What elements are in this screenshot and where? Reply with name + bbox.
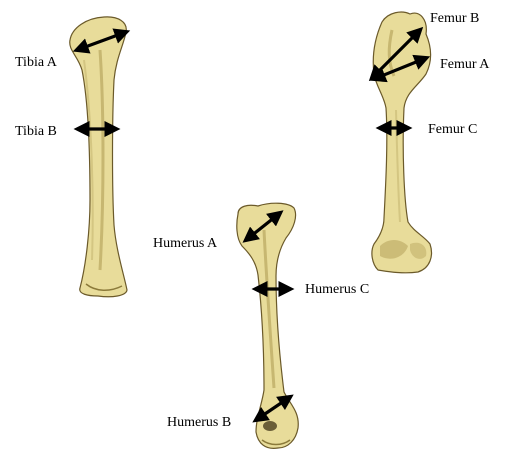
humerus-b-label: Humerus B: [167, 415, 231, 430]
humerus-c-label: Humerus C: [305, 282, 369, 297]
tibia-bone: [70, 17, 127, 297]
femur-c-label: Femur C: [428, 122, 477, 137]
tibia-a-label: Tibia A: [15, 55, 58, 70]
tibia-b-label: Tibia B: [15, 124, 57, 139]
femur-b-label: Femur B: [430, 11, 479, 26]
humerus-a-label: Humerus A: [153, 236, 218, 251]
femur-bone: [372, 12, 432, 273]
femur-a-label: Femur A: [440, 57, 490, 72]
